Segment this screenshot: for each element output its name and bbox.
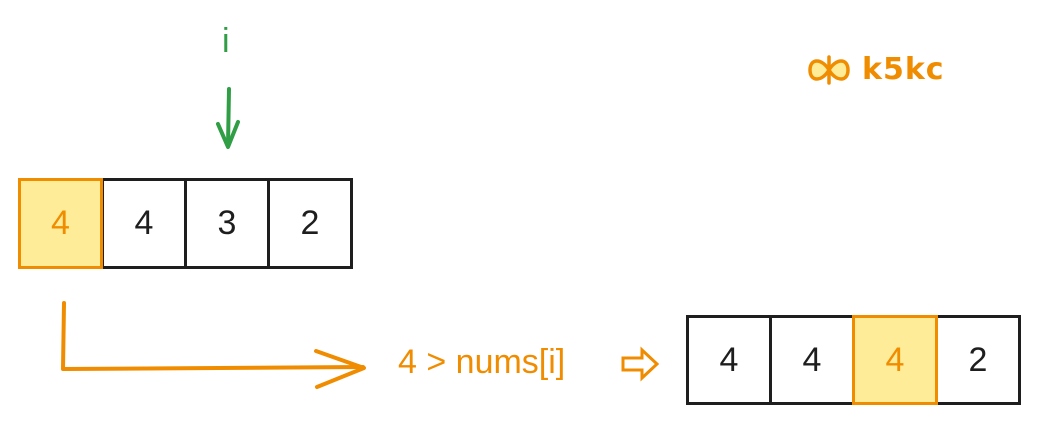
array-before-cell-2: 3	[184, 178, 270, 269]
condition-expression: 4 > nums[i]	[398, 343, 566, 381]
array-after-cell-1: 4	[769, 315, 855, 405]
array-after-cell-3: 2	[935, 315, 1021, 405]
hollow-right-arrow-icon	[621, 346, 660, 382]
array-after-cell-2: 4	[852, 315, 938, 405]
array-before-cell-3: 2	[267, 178, 353, 269]
brand-text: k5kc	[862, 52, 945, 87]
flow-arrow-icon	[61, 301, 366, 389]
array-before-cell-0: 4	[18, 178, 103, 269]
array-after-cell-0: 4	[686, 315, 772, 405]
butterfly-logo-icon	[808, 54, 850, 85]
array-before-cell-1: 4	[101, 178, 187, 269]
pointer-down-arrow-icon	[216, 87, 240, 149]
brand: k5kc	[806, 52, 945, 87]
pointer-label-i: i	[222, 22, 230, 60]
